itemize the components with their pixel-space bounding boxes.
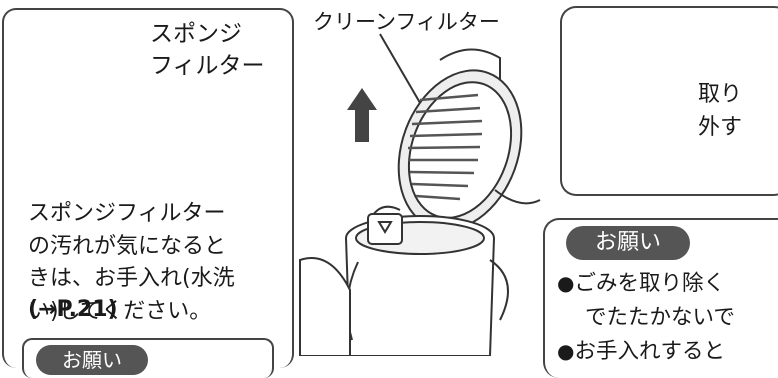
bullet-icon: ● <box>557 271 575 295</box>
sponge-filter-panel <box>2 8 294 368</box>
remove-callout: 取り 外す <box>698 78 742 144</box>
instruction-line: きは、お手入れ(水洗 <box>28 266 235 291</box>
instruction-line: の汚れが気になると <box>28 233 227 259</box>
clean-filter-illustration <box>369 33 541 231</box>
callout-line: フィルター <box>150 53 265 79</box>
instruction-text: スポンジフィルター の汚れが気になると きは、お手入れ(水洗 い)してください。 <box>28 198 235 328</box>
notice-item: ●ごみを取り除く <box>557 266 725 297</box>
instruction-line: い)してください。 <box>28 298 212 324</box>
clean-filter-callout: クリーンフィルター <box>313 10 500 34</box>
dust-cup-illustration <box>299 213 509 356</box>
left-notice-badge: お願い <box>36 345 148 375</box>
notice-item-text: ごみを取り除く <box>574 271 725 296</box>
notice-item-text: お手入れすると <box>574 339 725 364</box>
callout-line: 外す <box>698 115 743 140</box>
bullet-icon: ● <box>557 339 575 363</box>
callout-line: 取り <box>698 82 743 107</box>
notice-item: ●お手入れすると <box>557 334 725 365</box>
page-reference: (→P.21) <box>28 297 118 322</box>
filter-removal-panel <box>560 6 778 196</box>
notice-item-continuation: でたたかないで <box>585 305 735 330</box>
sponge-filter-callout: スポンジ フィルター <box>150 18 265 82</box>
instruction-line: スポンジフィルター <box>28 201 226 226</box>
up-arrow-icon <box>347 88 377 142</box>
callout-line: スポンジ <box>150 21 242 47</box>
notice-badge: お願い <box>566 226 690 260</box>
